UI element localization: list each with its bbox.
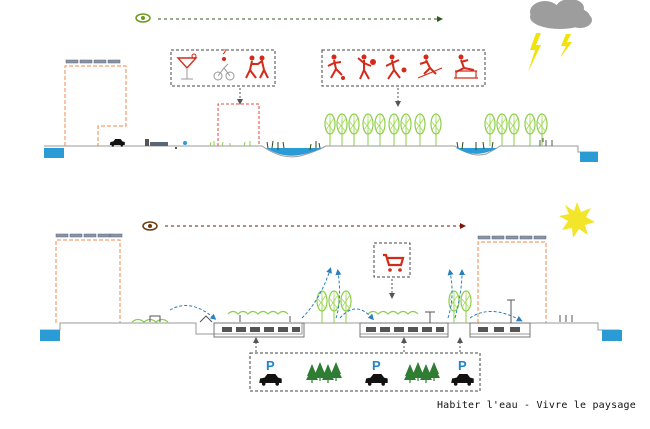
forest-icon <box>306 362 342 383</box>
tree-group-top-1 <box>324 113 442 147</box>
grass-strip <box>209 141 251 147</box>
storm-cloud-icon <box>530 0 592 29</box>
tree-group-top-2 <box>484 113 548 147</box>
parking-icon: P <box>458 358 467 373</box>
hurdles-icon <box>454 54 478 79</box>
shopping-cart-icon <box>380 252 405 272</box>
car-icon <box>365 374 388 386</box>
tree-group-bottom <box>316 290 472 324</box>
lightning-icon <box>528 33 572 72</box>
basketball-icon <box>357 54 376 80</box>
sun-icon <box>559 202 595 238</box>
water-left-top <box>44 148 64 158</box>
shopping-box <box>373 242 411 278</box>
car-icon <box>451 374 474 386</box>
dancing-icon <box>245 55 269 79</box>
cycling-icon <box>213 48 235 81</box>
pond-top-1 <box>266 148 322 156</box>
pavilion-outline <box>217 103 260 146</box>
top-section <box>44 0 598 162</box>
bottom-section: P P P <box>40 202 622 392</box>
forest-icon <box>404 362 440 383</box>
water-left-bottom <box>40 330 60 341</box>
skiing-icon <box>417 54 443 79</box>
cocktail-icon <box>176 53 198 80</box>
building-left <box>55 233 123 323</box>
parking-icon: P <box>266 358 275 373</box>
handball-icon <box>385 54 407 80</box>
pond-top-2 <box>456 148 497 154</box>
green-roofs <box>131 310 419 323</box>
eye-icon <box>142 221 158 231</box>
car-icon <box>259 374 282 386</box>
eye-icon <box>135 13 151 23</box>
sports-box <box>321 49 486 87</box>
airflow-arrows <box>169 267 523 322</box>
activities-box <box>170 48 276 87</box>
parking-icon: P <box>372 358 381 373</box>
reeds-top <box>266 140 494 151</box>
water-right-top <box>580 152 598 162</box>
caption: Habiter l'eau - Vivre le paysage <box>436 400 636 411</box>
building-right <box>477 235 547 323</box>
ground-line-bottom <box>40 322 620 335</box>
building-left <box>64 59 127 146</box>
water-right-bottom <box>602 330 622 341</box>
parking-box: P P P <box>249 352 481 392</box>
street-furniture <box>149 299 573 323</box>
ground-line-top <box>44 145 598 158</box>
football-icon <box>327 54 345 80</box>
parking-levels <box>213 322 531 338</box>
